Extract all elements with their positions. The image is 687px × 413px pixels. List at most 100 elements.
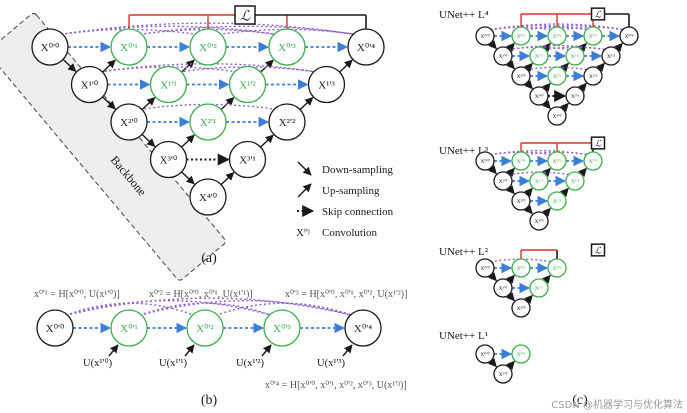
c-l4-down-arrow [506, 60, 515, 70]
a-up-arrow [260, 134, 274, 148]
a-up-arrow [220, 172, 235, 186]
c-variant-l2: ℒX⁰'⁰X¹'⁰X²'⁰X⁰'¹X¹'¹X⁰'² [475, 243, 606, 318]
c-l3-nodes: X⁰'⁰X¹'⁰X²'⁰X³'⁰X⁰'¹X¹'¹X²'¹X⁰'²X¹'²X⁰'³ [475, 151, 603, 231]
a-node-label-x31: X³'¹ [239, 154, 256, 166]
legend-skip-label: Skip connection [322, 206, 394, 218]
a-node-x22 [268, 103, 306, 141]
c-l4-node-label-x30: X³'⁰ [535, 93, 545, 100]
c-l4-down-arrow [488, 40, 497, 50]
a-dense-skip [60, 22, 356, 36]
c-l3-up-arrow [542, 167, 551, 177]
c-l4-dense-skip [544, 46, 606, 51]
c-l4-node-x11 [529, 46, 549, 66]
c-l4-node-x31 [565, 86, 585, 106]
a-node-x12 [228, 65, 267, 104]
c-l4-node-label-x01: X⁰'¹ [517, 33, 526, 40]
c-l3-node-x20 [511, 191, 531, 211]
a-up-arrow [181, 59, 195, 73]
c-label-l3: UNet++ L³ [439, 145, 489, 157]
c-l2-node-x00 [475, 258, 495, 278]
c-l4-node-label-x13: X¹'³ [607, 54, 616, 60]
equation-x03: x⁰'³ = H[x⁰'⁰, x⁰'¹, x⁰'², U(x¹'²)] [285, 289, 407, 300]
c-l3-node-label-x20: X²'⁰ [517, 198, 527, 205]
b-node-label-x04: X⁰'⁴ [354, 323, 372, 335]
c-l3-node-label-x30: X³'⁰ [535, 218, 545, 225]
c-l2-node-label-x00: X⁰'⁰ [480, 265, 490, 272]
b-upsample-arrow [184, 344, 195, 357]
c-l4-down-arrow [542, 100, 551, 110]
c-l4-node-label-x03: X⁰'³ [589, 33, 598, 40]
c-l4-dense-skip [526, 66, 588, 71]
a-node-label-x22: X²'² [279, 117, 296, 129]
c-l3-node-x12 [565, 171, 585, 191]
c-l2-node-label-x11: X¹'¹ [535, 286, 544, 292]
c-l1-up-arrow [506, 360, 515, 370]
c-l3-deep-supervision: ℒ [520, 136, 606, 152]
c-l3-node-x21 [547, 191, 567, 211]
c-l2-down-arrow [488, 272, 497, 282]
c-l4-connections [488, 23, 624, 112]
equation-x04: x⁰'⁴ = H[x⁰'⁰, x⁰'¹, x⁰'², x⁰'³, U(x¹'³)… [265, 380, 407, 391]
c-l3-loss-box [590, 136, 606, 150]
a-node-x20 [110, 103, 148, 141]
c-l3-node-label-x00: X⁰'⁰ [480, 158, 490, 165]
misc-labels: CSDN @机器学习与优化算法 [551, 398, 683, 411]
c-l2-node-label-x20: X²'⁰ [517, 305, 527, 312]
c-l4-up-arrow [506, 42, 515, 52]
c-l2-node-x20 [511, 298, 531, 318]
a-node-label-x04: X⁰'⁴ [357, 42, 375, 54]
legend-down-label: Down-sampling [322, 164, 393, 176]
c-l2-node-label-x10: X¹'⁰ [499, 285, 509, 292]
c-l4-up-arrow [560, 62, 569, 72]
c-l4-node-x21 [547, 66, 567, 86]
b-upsample-label-4: U(x¹'³) [317, 358, 346, 369]
a-down-arrow [141, 133, 156, 147]
c-l2-node-label-x02: X⁰'² [553, 265, 562, 272]
c-l4-node-x40 [547, 106, 567, 126]
c-l4-node-x13 [601, 46, 621, 66]
c-l3-node-x11 [529, 171, 549, 191]
c-l4-down-arrow [524, 80, 533, 90]
caption-c: (c) [572, 393, 588, 408]
a-node-x11 [149, 65, 188, 104]
b-node-label-x01: X⁰'¹ [120, 323, 138, 335]
legend-down-arrow-icon [297, 161, 312, 176]
c-l3-node-label-x02: X⁰'² [553, 158, 562, 165]
a-node-label-x02: X⁰'² [199, 42, 217, 54]
c-label-l1: UNet++ L¹ [439, 330, 488, 342]
c-l4-node-label-x21: X²'¹ [553, 74, 562, 80]
c-l2-node-x10 [493, 278, 513, 298]
a-node-label-x20: X²'⁰ [120, 117, 138, 129]
b-node-x01 [110, 309, 148, 347]
c-l2-up-arrow [524, 294, 533, 304]
c-l3-dense-skip [490, 149, 588, 156]
a-loss-symbol: ℒ [240, 10, 251, 25]
a-nodes: X⁰'⁰X¹'⁰X²'⁰X³'⁰X⁴'⁰X⁰'¹X¹'¹X²'¹X³'¹X⁰'²… [31, 28, 385, 216]
c-l2-dense-skip [490, 258, 552, 263]
c-l3-down-arrow [488, 165, 497, 175]
c-l3-down-arrow [506, 185, 515, 195]
c-l4-dense-skip [562, 26, 624, 31]
a-dense-skip [60, 25, 277, 36]
a-node-x03 [268, 28, 306, 66]
c-l3-node-label-x10: X¹'⁰ [499, 178, 509, 185]
a-node-label-x01: X⁰'¹ [120, 42, 138, 54]
c-l4-up-arrow [578, 82, 587, 92]
c-l2-loss-symbol: ℒ [595, 246, 602, 256]
a-up-arrow [220, 97, 235, 111]
c-l4-loss-symbol: ℒ [595, 10, 602, 20]
c-l4-up-arrow [560, 102, 569, 112]
c-l3-up-arrow [578, 167, 587, 177]
b-upsample-arrow [261, 344, 272, 357]
c-l4-node-label-x02: X⁰'² [553, 33, 562, 40]
c-l2-up-arrow [542, 274, 551, 284]
c-l4-node-label-x00: X⁰'⁰ [480, 33, 490, 40]
c-l4-node-x20 [511, 66, 531, 86]
a-node-x02 [189, 28, 227, 66]
c-l3-up-arrow [524, 187, 533, 197]
a-node-x00 [31, 28, 69, 66]
a-node-x21 [189, 103, 227, 141]
c-l1-nodes: X⁰'⁰X¹'⁰X⁰'¹ [475, 344, 531, 384]
b-upsample-label-2: U(x¹'¹) [159, 358, 188, 369]
